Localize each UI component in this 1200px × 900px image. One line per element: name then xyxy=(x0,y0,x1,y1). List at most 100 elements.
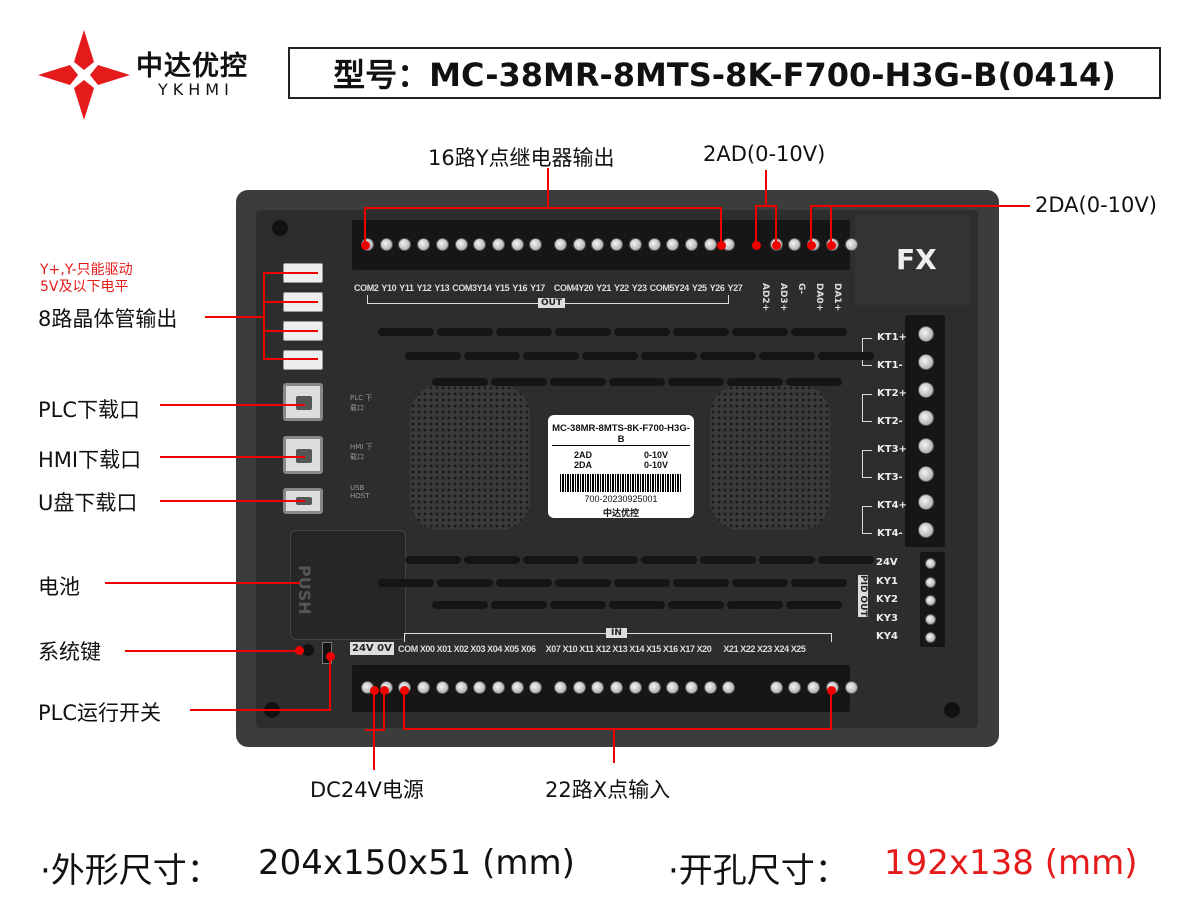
input-label: X20 xyxy=(696,644,712,654)
ann-x-input: 22路X点输入 xyxy=(545,778,671,802)
thermocouple-label: KT2+ xyxy=(877,388,907,399)
input-label: X00 xyxy=(419,644,435,654)
input-label: X12 xyxy=(595,644,611,654)
vent-slot xyxy=(491,601,547,609)
terminal-screw xyxy=(844,238,858,251)
terminal-screw xyxy=(417,681,431,694)
fx-text: FX xyxy=(896,243,937,276)
ann-transistor-note2: 5V及以下电平 xyxy=(40,279,129,295)
callout-line xyxy=(755,205,757,245)
vent-slot xyxy=(700,556,756,564)
terminal-screw xyxy=(684,238,698,251)
in-tag: IN xyxy=(606,628,627,638)
vent-slot xyxy=(641,352,697,360)
hmi-download-port[interactable] xyxy=(283,436,323,474)
nameplate-da: 2DA xyxy=(573,460,592,470)
input-label: X21 xyxy=(723,644,739,654)
terminal-screw xyxy=(454,238,468,251)
terminal-screw xyxy=(788,238,802,251)
cutout-dim-label: ·开孔尺寸： xyxy=(668,851,849,891)
vent-slot xyxy=(405,352,461,360)
output-label: Y12 xyxy=(416,283,432,293)
terminal-screw xyxy=(491,681,505,694)
callout-dot xyxy=(827,686,836,695)
callout-line xyxy=(365,729,385,731)
output-label: Y11 xyxy=(399,283,414,293)
terminal-screw xyxy=(510,238,524,251)
vent-slot xyxy=(464,556,520,564)
callout-dot xyxy=(361,241,370,250)
terminal-screw xyxy=(918,382,934,398)
vent-slot xyxy=(614,328,670,336)
ann-transistor: 8路晶体管输出 xyxy=(38,307,178,331)
output-label: Y27 xyxy=(727,283,743,293)
callout-dot xyxy=(380,686,389,695)
vent-slot xyxy=(727,601,783,609)
vent-slot xyxy=(668,601,724,609)
output-label: Y26 xyxy=(709,283,725,293)
terminal-screw xyxy=(666,238,680,251)
vent-slot xyxy=(464,352,520,360)
vent-slot xyxy=(491,378,547,386)
callout-line xyxy=(329,655,331,711)
input-label: X06 xyxy=(520,644,536,654)
input-label: X14 xyxy=(629,644,645,654)
output-label: Y10 xyxy=(381,283,397,293)
ann-sys-key: 系统键 xyxy=(38,640,101,664)
analog-label: DA0+ xyxy=(814,283,824,312)
terminal-screw xyxy=(918,410,934,426)
vent-slot xyxy=(791,579,847,587)
brand-logo-icon xyxy=(38,30,130,120)
system-key[interactable] xyxy=(302,644,314,656)
callout-line xyxy=(263,272,265,360)
vent-slot xyxy=(555,579,611,587)
analog-terminal-labels: AD2+AD3+G-DA0+DA1+ xyxy=(756,283,842,311)
terminal-screw xyxy=(918,326,934,342)
vent-slot xyxy=(609,601,665,609)
vent-slot xyxy=(759,556,815,564)
terminal-screw xyxy=(769,681,783,694)
callout-line xyxy=(810,205,812,245)
terminal-screw xyxy=(435,681,449,694)
thermocouple-label: KT1+ xyxy=(877,332,907,343)
nameplate-model: MC-38MR-8MTS-8K-F700-H3G-B xyxy=(552,423,690,446)
vent-slot xyxy=(405,556,461,564)
vent-slot xyxy=(673,328,729,336)
brand-name: 中达优控 xyxy=(136,51,248,82)
power-tag: 24V 0V xyxy=(350,642,394,655)
transistor-output-connector xyxy=(283,350,323,370)
speaker-grille-left xyxy=(410,385,530,530)
terminal-screw xyxy=(918,522,934,538)
vent-slot xyxy=(673,579,729,587)
port-label-plc: PLC 下载口 xyxy=(350,394,373,412)
callout-dot xyxy=(370,686,379,695)
callout-line xyxy=(403,728,831,730)
input-label: X01 xyxy=(436,644,452,654)
output-label: Y16 xyxy=(512,283,528,293)
vent-slot xyxy=(555,328,611,336)
outer-dim-label: ·外形尺寸： xyxy=(40,851,221,891)
output-label: Y21 xyxy=(596,283,611,293)
callout-line xyxy=(190,709,330,711)
vent-slot xyxy=(818,556,874,564)
callout-line xyxy=(263,330,318,332)
brand-sub: YKHMI xyxy=(158,80,234,99)
nameplate-da-range: 0-10V xyxy=(643,460,668,470)
mount-hole xyxy=(944,702,960,718)
terminal-screw xyxy=(379,238,393,251)
kt-bracket xyxy=(862,394,872,422)
model-title: 型号：MC-38MR-8MTS-8K-F700-H3G-B(0414) xyxy=(288,47,1161,99)
output-label: Y25 xyxy=(691,283,707,293)
terminal-screw xyxy=(925,558,936,569)
plc-download-port[interactable] xyxy=(283,383,323,421)
pid-label: KY4 xyxy=(876,631,898,642)
callout-line xyxy=(160,404,305,406)
terminal-screw xyxy=(918,494,934,510)
kt-bracket xyxy=(862,506,872,534)
ann-battery: 电池 xyxy=(38,575,80,599)
vent-slot xyxy=(732,328,788,336)
callout-dot xyxy=(295,646,304,655)
